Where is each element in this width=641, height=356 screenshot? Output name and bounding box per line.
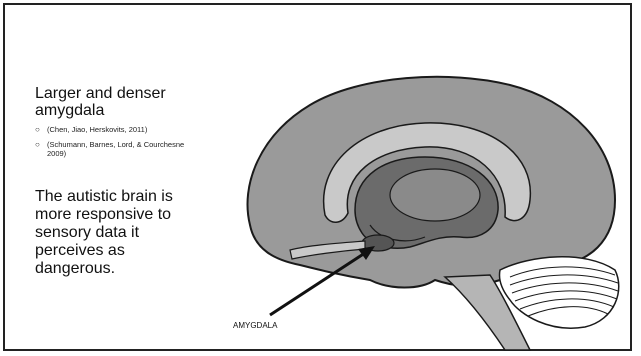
slide-heading: Larger and denser amygdala [35, 85, 185, 119]
thalamus-shape [390, 169, 480, 221]
bullet-icon: ○ [35, 140, 40, 149]
reference-text: (Chen, Jiao, Herskovits, 2011) [47, 125, 147, 134]
reference-item: ○ (Chen, Jiao, Herskovits, 2011) [35, 125, 195, 134]
reference-item: ○ (Schumann, Barnes, Lord, & Courchesne … [35, 140, 195, 158]
reference-list: ○ (Chen, Jiao, Herskovits, 2011) ○ (Schu… [35, 125, 195, 164]
slide: Larger and denser amygdala ○ (Chen, Jiao… [3, 3, 632, 351]
brain-diagram: AMYGDALA [230, 65, 630, 355]
amygdala-label: AMYGDALA [233, 321, 278, 330]
body-text: The autistic brain is more responsive to… [35, 188, 190, 278]
reference-text: (Schumann, Barnes, Lord, & Courchesne 20… [47, 140, 184, 158]
bullet-icon: ○ [35, 125, 40, 134]
